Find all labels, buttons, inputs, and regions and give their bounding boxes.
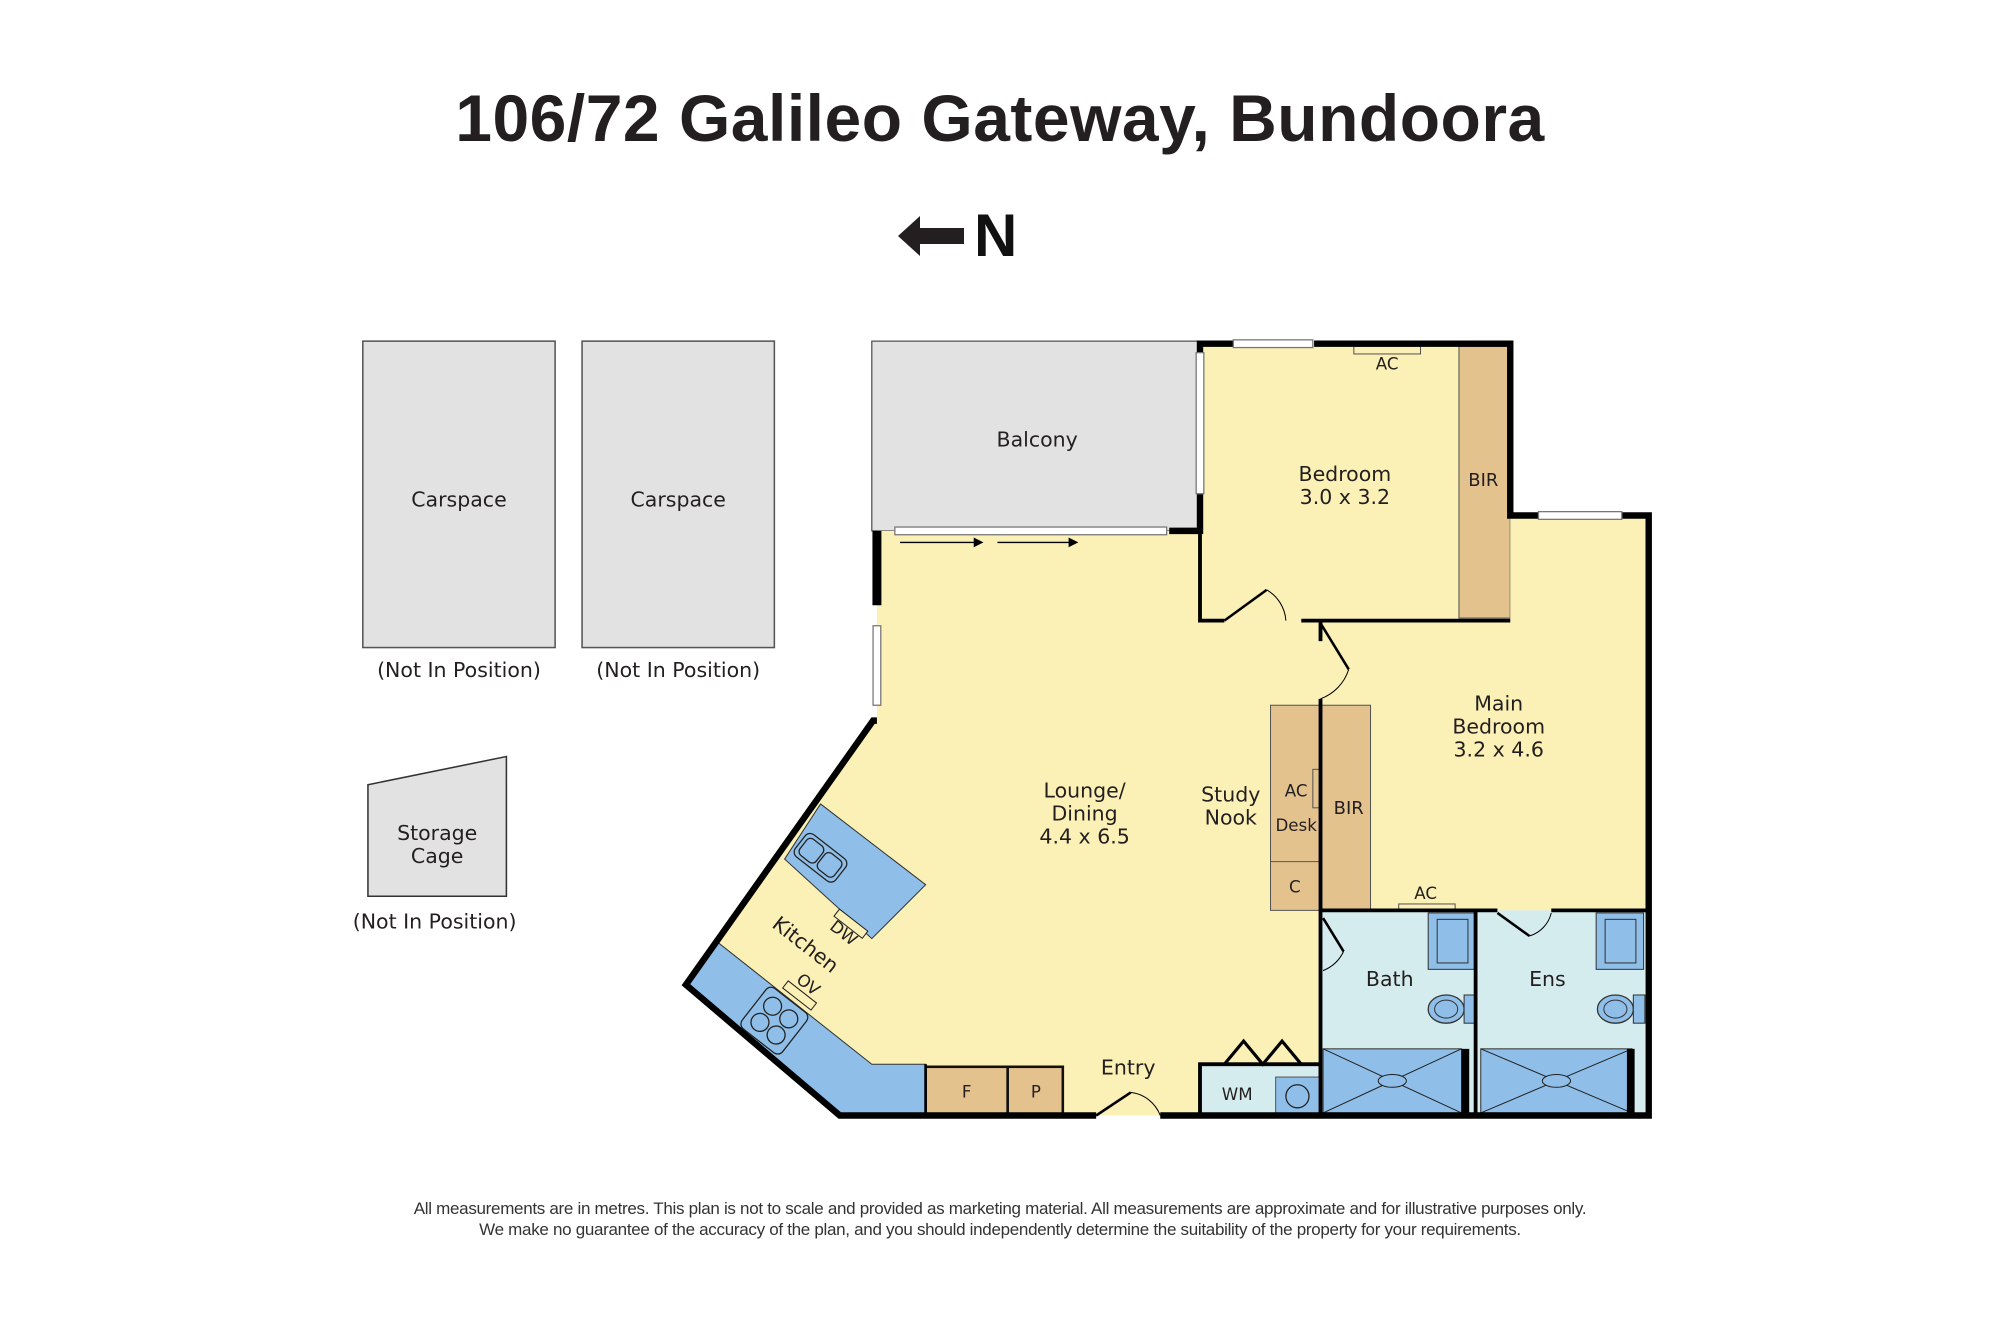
main-bedroom-line2: Bedroom (1452, 714, 1545, 738)
study-c-label: C (1289, 877, 1301, 896)
storage-label-1: Storage (397, 821, 477, 845)
carspace-1-note: (Not In Position) (377, 658, 541, 682)
door-swings (1095, 588, 1552, 1117)
storage-note: (Not In Position) (353, 909, 517, 933)
windows (872, 339, 1623, 706)
sliding-door-arrows (900, 537, 1079, 548)
balcony-label: Balcony (997, 427, 1078, 451)
bedroom-ac-label: AC (1376, 354, 1399, 373)
study-nook: AC Desk C Study Nook (1201, 704, 1322, 911)
study-line1: Study (1201, 782, 1260, 806)
main-ac-label: AC (1414, 884, 1437, 903)
walls (681, 340, 1652, 1119)
disclaimer-line-1: All measurements are in metres. This pla… (413, 1199, 1587, 1218)
study-ac-label: AC (1285, 781, 1308, 800)
fridge-label: F (962, 1083, 972, 1102)
laundry: WM (1198, 1038, 1323, 1118)
main-bedroom-line1: Main (1474, 691, 1523, 715)
room-lounge-dining (685, 530, 1321, 1116)
arrow-left-icon (898, 216, 964, 256)
carspace-1: Carspace (Not In Position) (362, 340, 556, 682)
sink-icon (793, 832, 848, 883)
carspace-2: Carspace (Not In Position) (581, 340, 776, 682)
ensuite-label: Ens (1529, 967, 1566, 991)
page-title: 106/72 Galileo Gateway, Bundoora (455, 81, 1545, 155)
north-indicator: N (898, 202, 1018, 269)
bedroom-label: Bedroom (1299, 462, 1392, 486)
room-bedroom: BIR AC Bedroom 3.0 x 3.2 (1200, 343, 1513, 621)
bedroom-size: 3.0 x 3.2 (1300, 485, 1390, 509)
north-label: N (974, 202, 1018, 269)
room-ensuite: Ens (1478, 910, 1646, 1116)
room-bath: Bath (1320, 910, 1477, 1116)
bath-label: Bath (1366, 967, 1414, 991)
disclaimer-line-2: We make no guarantee of the accuracy of … (479, 1220, 1521, 1239)
main-bir-label: BIR (1334, 798, 1364, 819)
study-desk-label: Desk (1275, 816, 1317, 835)
room-balcony: Balcony (871, 340, 1201, 532)
lounge-size: 4.4 x 6.5 (1039, 825, 1129, 849)
disclaimer: All measurements are in metres. This pla… (0, 1198, 2000, 1240)
main-bedroom-size: 3.2 x 4.6 (1454, 738, 1544, 762)
carspace-1-label: Carspace (411, 488, 506, 512)
room-main-bedroom: BIR AC Main Bedroom 3.2 x 4.6 (1320, 515, 1647, 911)
storage-label-2: Cage (411, 844, 464, 868)
lounge-line2: Dining (1052, 802, 1118, 826)
pantry-label: P (1031, 1083, 1041, 1102)
lounge-line1: Lounge/ (1044, 779, 1126, 803)
carspace-2-note: (Not In Position) (596, 658, 760, 682)
wm-label: WM (1222, 1085, 1253, 1104)
study-line2: Nook (1205, 805, 1257, 829)
cooktop-icon (740, 986, 809, 1055)
entry-label: Entry (1101, 1055, 1156, 1079)
kitchen-island (783, 803, 927, 940)
main-bedroom-bir (1321, 704, 1372, 911)
bedroom-bir-label: BIR (1468, 470, 1498, 491)
carspace-2-label: Carspace (630, 488, 725, 512)
storage-cage: Storage Cage (Not In Position) (353, 755, 517, 933)
